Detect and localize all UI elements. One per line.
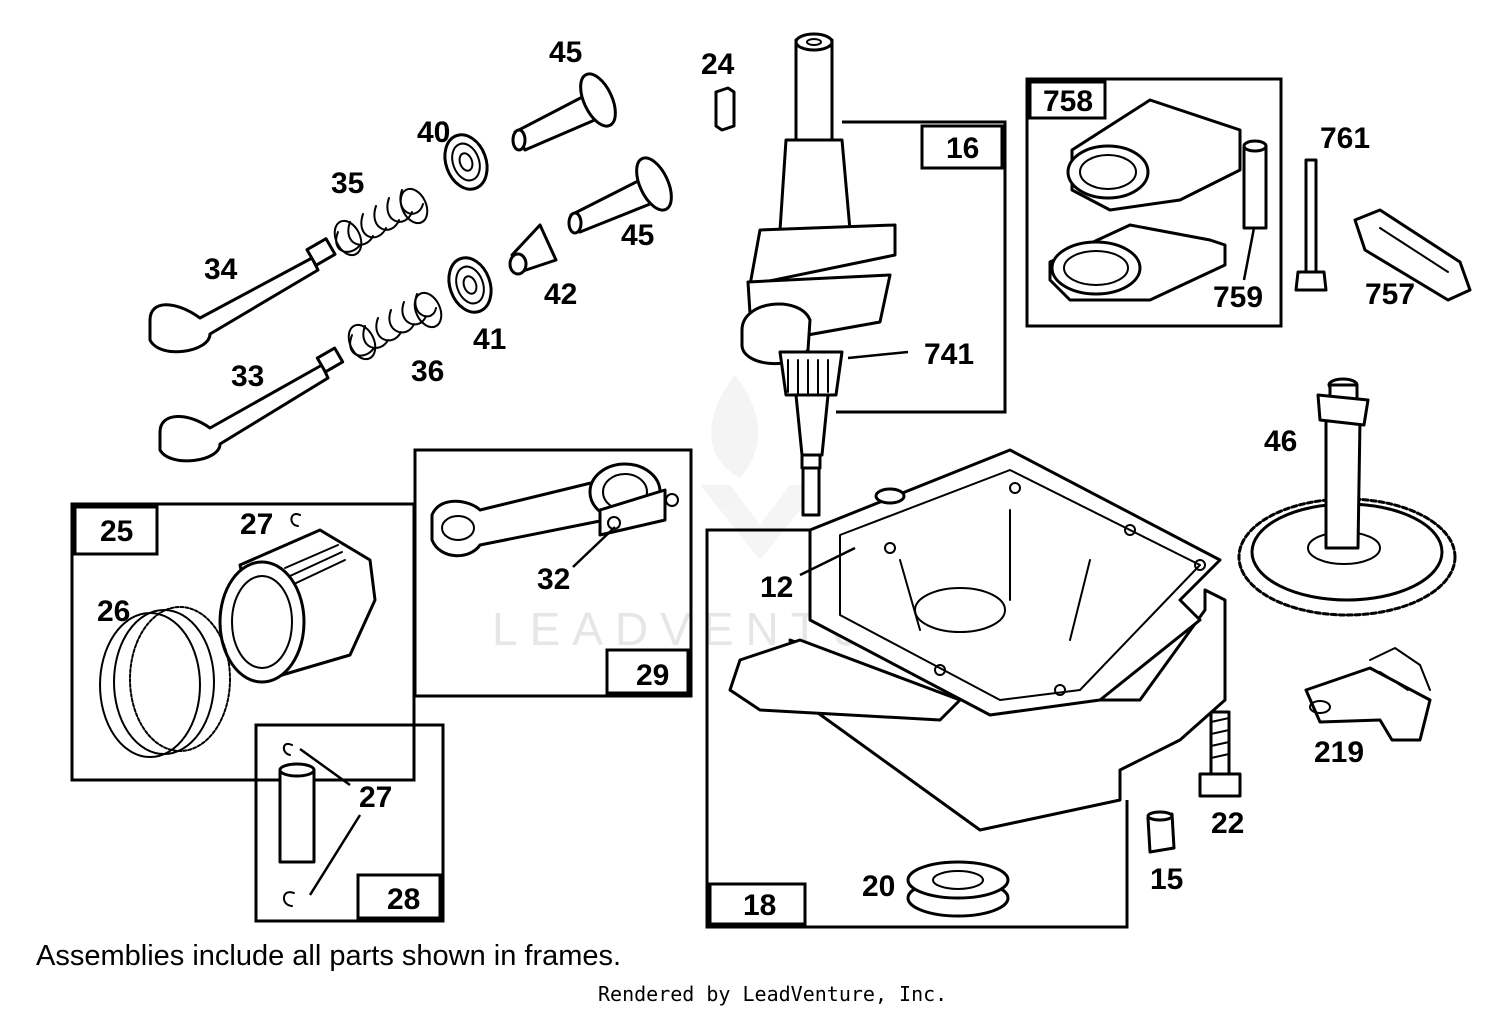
valve-spring-35 <box>333 187 429 257</box>
callout-45-lower: 45 <box>621 219 654 252</box>
callout-35: 35 <box>331 167 364 200</box>
callout-46: 46 <box>1264 425 1297 458</box>
piston-rings-26 <box>99 606 231 758</box>
tappet-45-lower <box>567 156 673 235</box>
valve-spring-36 <box>347 291 443 361</box>
frame-label-18: 18 <box>743 889 776 922</box>
assembly-frame-18: 18 <box>705 528 1129 929</box>
watermark-logo <box>700 375 820 560</box>
collet-42 <box>508 223 558 276</box>
callout-15: 15 <box>1150 863 1183 896</box>
callout-22: 22 <box>1211 807 1244 840</box>
callout-40: 40 <box>417 116 450 149</box>
crankcase-sump <box>728 448 1227 832</box>
frame-label-28: 28 <box>387 883 420 916</box>
piston <box>218 528 377 684</box>
callout-32: 32 <box>537 563 570 596</box>
callout-761: 761 <box>1320 122 1370 155</box>
assembly-frame-16: 16 <box>836 120 1007 414</box>
leader-lines <box>299 227 1256 896</box>
piston-pin <box>278 742 316 907</box>
frame-label-758: 758 <box>1043 85 1093 118</box>
assembly-frame-28: 28 <box>254 723 445 923</box>
frame-label-16: 16 <box>946 132 979 165</box>
valve-33 <box>158 346 345 463</box>
connecting-rod <box>430 462 679 558</box>
assemblies-note: Assemblies include all parts shown in fr… <box>36 940 622 972</box>
bolt-22 <box>1198 710 1242 798</box>
callout-24: 24 <box>701 48 735 81</box>
retainer-41 <box>447 256 493 314</box>
tube-759 <box>1242 139 1268 230</box>
camshaft-gear-46 <box>1237 377 1457 617</box>
callout-34: 34 <box>204 253 238 286</box>
callout-27-pin: 27 <box>359 781 392 814</box>
plug-15 <box>1146 810 1176 854</box>
governor-219 <box>1304 647 1432 742</box>
retaining-ring-27-top <box>290 513 301 527</box>
callout-759: 759 <box>1213 281 1263 314</box>
tappet-45-upper <box>511 72 617 152</box>
link-757 <box>1353 208 1472 302</box>
assembly-frame-758: 758 <box>1025 77 1283 328</box>
retainer-40 <box>443 133 489 191</box>
frame-label-29: 29 <box>636 659 669 692</box>
callout-41: 41 <box>473 323 506 356</box>
callout-20: 20 <box>862 870 895 903</box>
callout-45-upper: 45 <box>549 36 582 69</box>
key-24 <box>714 86 736 132</box>
screw-761 <box>1294 158 1328 292</box>
callout-219: 219 <box>1314 736 1364 769</box>
callout-42: 42 <box>544 278 577 311</box>
callout-741: 741 <box>924 338 974 371</box>
breather-758 <box>1048 98 1242 302</box>
callout-12: 12 <box>760 571 793 604</box>
callout-27-top: 27 <box>240 508 273 541</box>
callout-33: 33 <box>231 360 264 393</box>
frame-label-25: 25 <box>100 515 133 548</box>
crankshaft-741 <box>740 32 897 517</box>
render-credit: Rendered by LeadVenture, Inc. <box>598 982 948 1006</box>
valve-34 <box>148 237 337 354</box>
assembly-frame-29: 29 <box>413 448 693 698</box>
callout-labels: 45 24 40 35 45 42 34 41 33 36 741 761 75… <box>97 36 1415 903</box>
seal-20 <box>906 860 1010 918</box>
callout-36: 36 <box>411 355 444 388</box>
callout-26: 26 <box>97 595 130 628</box>
callout-757: 757 <box>1365 278 1415 311</box>
